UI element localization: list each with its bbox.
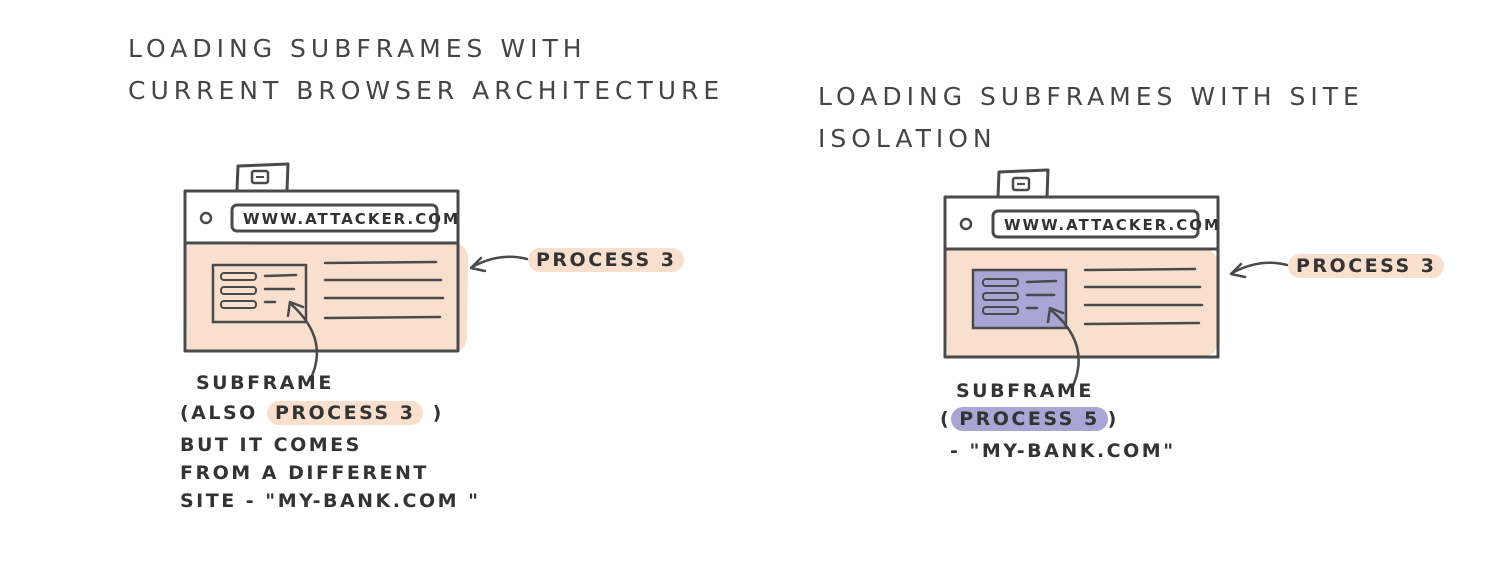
browser-tab [996, 168, 1050, 198]
left-process-label: PROCESS 3 [528, 245, 685, 275]
process-arrow [1230, 261, 1289, 275]
left-also-suffix: ) [432, 402, 444, 424]
browser-window [943, 195, 1220, 359]
tab-icon [1011, 176, 1031, 192]
address-bar [991, 209, 1200, 239]
right-sub-open: ( [940, 408, 952, 430]
left-note-line1: BUT IT COMES [180, 434, 362, 456]
address-bar [230, 203, 439, 233]
left-title-line1: LOADING SUBFRAMES WITH [128, 34, 587, 63]
left-title-line2: CURRENT BROWSER ARCHITECTURE [128, 76, 725, 105]
right-sub-close: ) [1107, 408, 1119, 430]
right-address-text: WWW.ATTACKER.COM [1004, 216, 1221, 234]
right-process-line: (PROCESS 5) [940, 404, 1119, 434]
right-title: LOADING SUBFRAMES WITH SITE ISOLATION [818, 82, 1364, 153]
left-note-line3: SITE - "MY-BANK.COM " [180, 490, 481, 512]
subframe-arrow [1050, 309, 1080, 390]
left-note-line2: FROM A DIFFERENT [180, 462, 429, 484]
left-subframe-label: SUBFRAME [196, 372, 334, 394]
right-subframe-label: SUBFRAME [956, 380, 1094, 402]
subframe-arrow [290, 303, 319, 382]
right-process-label: PROCESS 3 [1288, 251, 1445, 281]
left-address-text: WWW.ATTACKER.COM [243, 210, 460, 228]
reload-icon [199, 211, 213, 225]
page-text-lines [1083, 267, 1204, 326]
left-also-prefix: (ALSO [180, 402, 258, 424]
browser-window [183, 189, 460, 353]
left-also-process: PROCESS 3 [266, 401, 424, 425]
right-sub-process: PROCESS 5 [951, 407, 1108, 431]
subframe-box [211, 263, 308, 324]
left-also-line: (ALSO PROCESS 3 ) [180, 398, 444, 428]
right-process-badge: PROCESS 3 [1288, 254, 1445, 278]
tab-icon [250, 169, 270, 185]
left-process-badge: PROCESS 3 [528, 248, 685, 272]
page-text-lines [323, 260, 445, 320]
browser-tab [235, 162, 290, 191]
right-sub-site: - "MY-BANK.COM" [950, 440, 1176, 462]
reload-icon [959, 217, 973, 231]
process-arrow [470, 255, 529, 269]
